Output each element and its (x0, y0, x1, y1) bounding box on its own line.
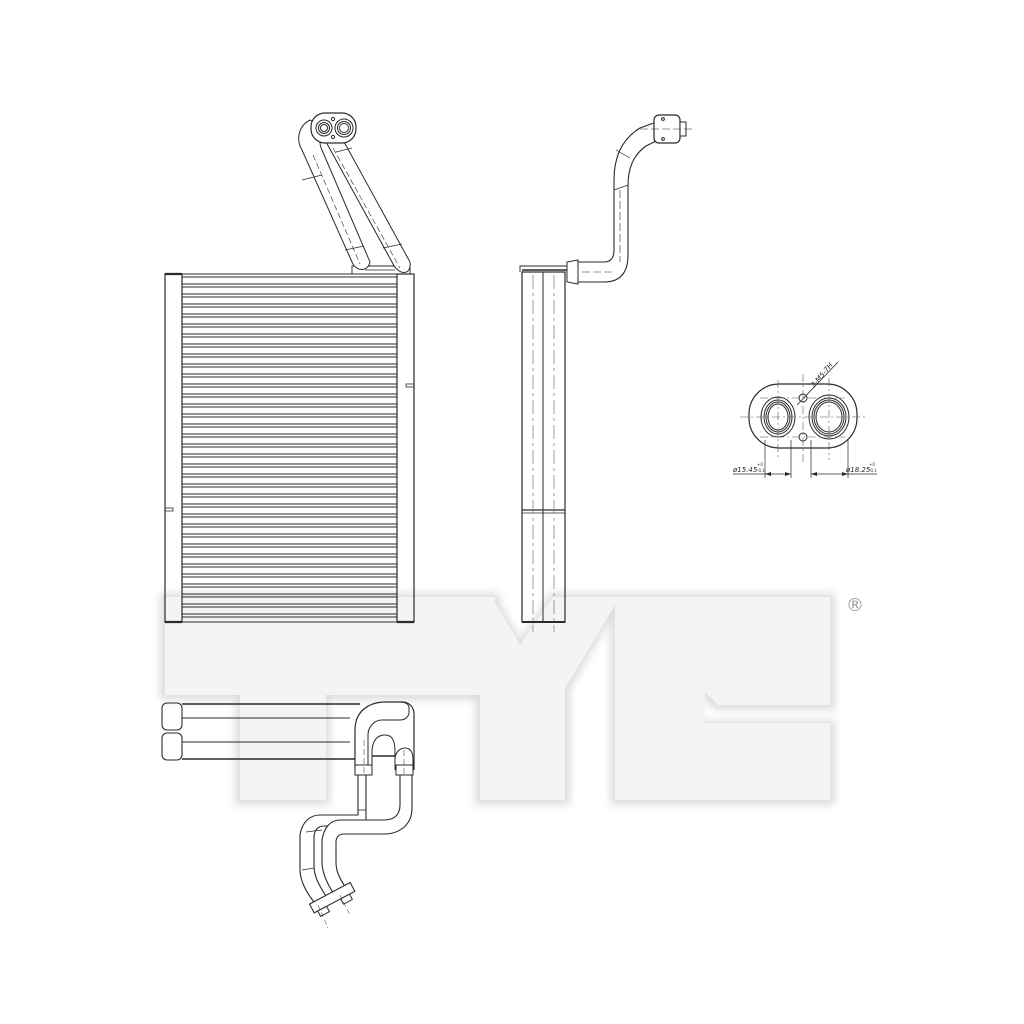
right-port-diameter: ø18.25 (845, 466, 871, 474)
left-port-diameter: ø15.45 (732, 466, 758, 474)
registered-mark: ® (846, 595, 864, 616)
front-view (164, 112, 415, 624)
right-port-tol-lower: -0.1 (869, 468, 877, 473)
thread-callout: 2-M5-7H (809, 361, 835, 389)
front-view-pipes (298, 112, 411, 273)
watermark-fill (165, 597, 830, 800)
core-tubes (182, 283, 397, 618)
right-port-tol-upper: +0 (869, 462, 875, 467)
side-view (519, 114, 692, 632)
left-port-tol-upper: +0 (757, 462, 763, 467)
side-view-pipe (566, 114, 692, 285)
flange-detail (733, 361, 877, 478)
left-port-tol-lower: -0.1 (757, 468, 765, 473)
bottom-view (161, 701, 415, 929)
